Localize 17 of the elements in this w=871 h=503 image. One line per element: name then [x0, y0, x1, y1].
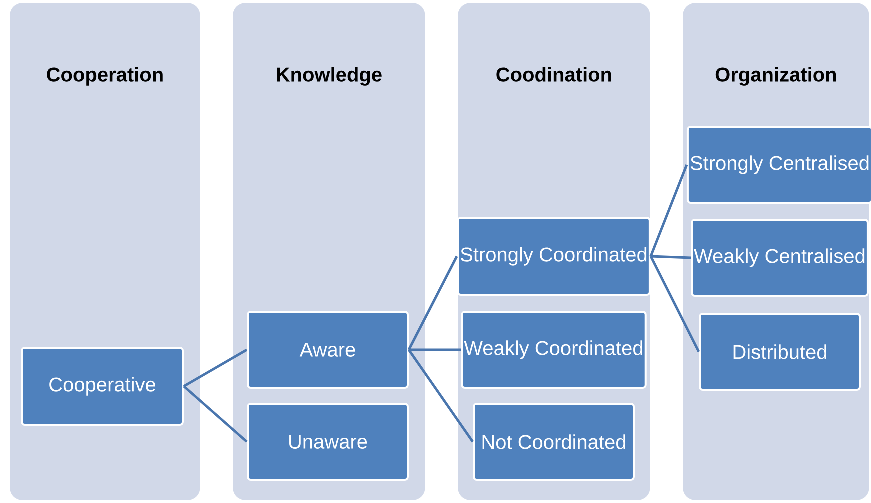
category-box: Weakly Centralised	[691, 219, 869, 297]
connector-line	[650, 256, 700, 353]
category-box: Strongly Centralised	[686, 126, 871, 204]
connector-line	[650, 164, 688, 257]
category-box: Not Coordinated	[473, 403, 635, 481]
connector-line	[409, 348, 462, 352]
connector-line	[183, 348, 248, 388]
connector-line	[408, 256, 458, 351]
category-box: Distributed	[699, 313, 861, 391]
connector-line	[183, 386, 248, 443]
category-box: Weakly Coordinated	[461, 311, 647, 389]
connector-line	[650, 255, 692, 260]
category-box: Unaware	[247, 403, 409, 481]
category-box: Aware	[247, 311, 409, 389]
category-box: Cooperative	[21, 347, 184, 426]
connector-line	[408, 349, 474, 443]
category-box: Strongly Coordinated	[457, 217, 651, 296]
